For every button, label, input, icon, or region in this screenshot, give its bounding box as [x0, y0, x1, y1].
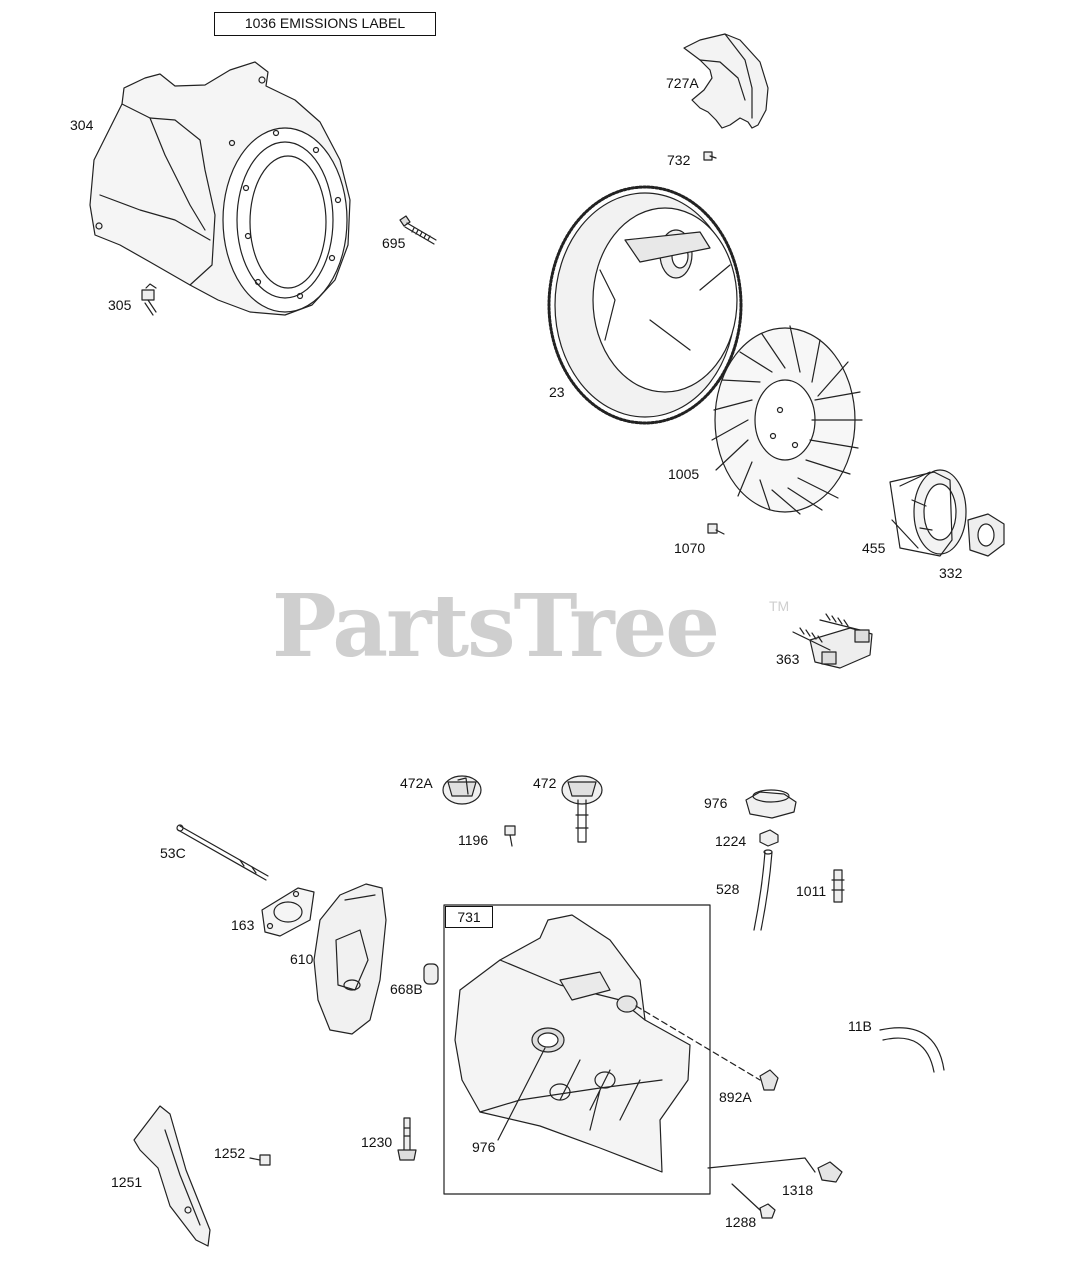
nut-1224[interactable] [759, 829, 779, 847]
part-label-976-tank[interactable]: 976 [472, 1139, 496, 1155]
nut-1288[interactable] [759, 1203, 776, 1219]
shaft-53C[interactable] [176, 824, 269, 881]
fuel-cap-976[interactable] [745, 789, 797, 819]
starter-cup-455[interactable] [889, 469, 967, 557]
armature-363[interactable] [792, 613, 873, 669]
part-label-732[interactable]: 732 [667, 152, 691, 168]
leader-1288 [731, 1183, 761, 1211]
bracket-1251[interactable] [133, 1105, 211, 1247]
part-label-1224[interactable]: 1224 [715, 833, 747, 849]
stud-1230[interactable] [397, 1117, 417, 1161]
part-label-472A[interactable]: 472A [400, 775, 433, 791]
leader-976-tank [497, 1047, 546, 1141]
part-label-727A[interactable]: 727A [666, 75, 699, 91]
screw-305[interactable] [141, 283, 157, 316]
leader-1318 [707, 1157, 816, 1173]
watermark-trademark: TM [769, 598, 790, 614]
part-label-1005[interactable]: 1005 [668, 466, 700, 482]
part-label-668B[interactable]: 668B [390, 981, 423, 997]
part-label-304[interactable]: 304 [70, 117, 94, 133]
part-label-1252[interactable]: 1252 [214, 1145, 246, 1161]
screw-732[interactable] [703, 151, 717, 161]
fuel-tank[interactable] [454, 914, 691, 1173]
part-label-1196[interactable]: 1196 [458, 832, 489, 848]
part-label-610[interactable]: 610 [290, 951, 314, 967]
part-label-976-top[interactable]: 976 [704, 795, 728, 811]
part-label-23[interactable]: 23 [549, 384, 565, 400]
bushing-668B[interactable] [423, 963, 439, 985]
valve-892A[interactable] [759, 1069, 779, 1091]
watermark-text: PartsTree [272, 576, 720, 677]
bolt-695[interactable] [399, 215, 437, 245]
gasket-163[interactable] [261, 887, 315, 937]
part-label-305[interactable]: 305 [108, 297, 132, 313]
knob-472A[interactable] [442, 775, 482, 805]
part-label-1070[interactable]: 1070 [674, 540, 706, 556]
screw-1252[interactable] [249, 1154, 271, 1166]
part-label-528[interactable]: 528 [716, 881, 740, 897]
part-label-53C[interactable]: 53C [160, 845, 186, 861]
flywheel-23[interactable] [547, 185, 743, 425]
screw-1196[interactable] [504, 825, 516, 847]
leader-892A [635, 1005, 761, 1081]
hose-11B[interactable] [879, 1027, 945, 1073]
part-label-1288[interactable]: 1288 [725, 1214, 757, 1230]
part-label-363[interactable]: 363 [776, 651, 800, 667]
part-label-695[interactable]: 695 [382, 235, 406, 251]
fitting-1318[interactable] [817, 1161, 843, 1183]
knob-472[interactable] [561, 775, 603, 843]
emissions-label-box[interactable]: 1036 EMISSIONS LABEL [214, 12, 436, 36]
nut-332[interactable] [967, 513, 1005, 557]
part-label-892A[interactable]: 892A [719, 1089, 752, 1105]
part-label-163[interactable]: 163 [231, 917, 255, 933]
part-label-1230[interactable]: 1230 [361, 1134, 393, 1150]
part-label-455[interactable]: 455 [862, 540, 886, 556]
part-label-11B[interactable]: 11B [848, 1018, 872, 1034]
blower-housing-304[interactable] [89, 61, 351, 316]
hose-528[interactable] [753, 849, 773, 931]
part-label-1011[interactable]: 1011 [796, 883, 827, 899]
kit-label-731[interactable]: 731 [445, 906, 493, 928]
fitting-1011[interactable] [831, 869, 845, 903]
part-label-1318[interactable]: 1318 [782, 1182, 814, 1198]
fan-1005[interactable] [711, 325, 863, 515]
part-label-1251[interactable]: 1251 [111, 1174, 143, 1190]
part-label-332[interactable]: 332 [939, 565, 963, 581]
plate-610[interactable] [313, 883, 387, 1035]
shroud-727A[interactable] [683, 33, 769, 129]
screw-1070[interactable] [707, 523, 725, 535]
part-label-472[interactable]: 472 [533, 775, 557, 791]
